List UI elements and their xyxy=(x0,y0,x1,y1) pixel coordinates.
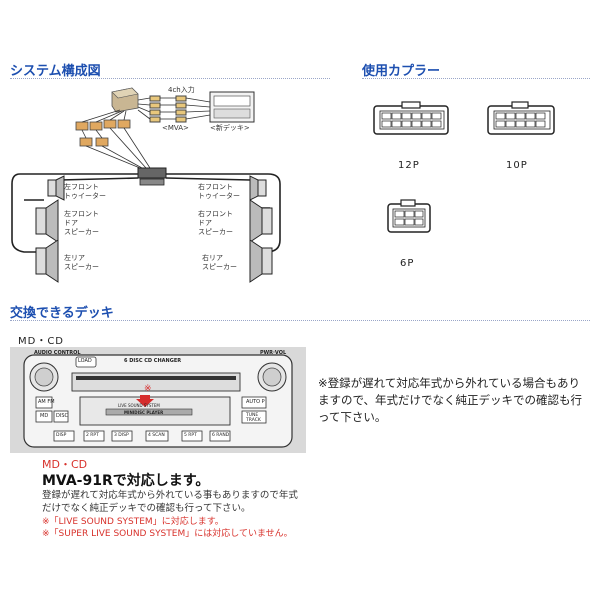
label-right-front-tweeter: 右フロント トゥイーター xyxy=(198,183,240,200)
panel-preset-1[interactable]: DISP xyxy=(56,433,67,438)
system-diagram xyxy=(11,87,281,283)
panel-tune-track-button[interactable]: TUNE TRACK xyxy=(246,413,261,423)
coupler-10p xyxy=(487,101,555,135)
label-right-front-door: 右フロント ドア スピーカー xyxy=(198,210,233,236)
divider-coupler xyxy=(362,78,590,79)
speaker-right-door xyxy=(249,199,273,243)
label-right-rear: 右リア スピーカー xyxy=(202,254,237,271)
deck-faceplate xyxy=(23,354,293,448)
panel-preset-3[interactable]: 3 DISP xyxy=(114,433,129,438)
mva-unit xyxy=(111,87,139,113)
label-mva: <MVA> xyxy=(162,124,189,132)
panel-pwr-vol: PWR·VOL xyxy=(260,350,287,356)
caption-type: MD・CD xyxy=(42,458,88,471)
label-left-rear: 左リア スピーカー xyxy=(64,254,99,271)
label-left-front-tweeter: 左フロント トゥイーター xyxy=(64,183,106,200)
new-deck-unit xyxy=(209,91,255,123)
divider-deck xyxy=(10,320,590,321)
panel-preset-2[interactable]: 2 RPT xyxy=(86,433,99,438)
coupler-6p-label: 6P xyxy=(400,258,415,269)
caption-body: 登録が遅れて対応年式から外れている事もありますので年式だけでなく純正デッキでの確… xyxy=(42,490,298,514)
panel-preset-4[interactable]: 4 SCAN xyxy=(148,433,165,438)
panel-disc-button[interactable]: DISC xyxy=(56,413,68,419)
speaker-right-tweeter xyxy=(249,175,267,201)
speaker-left-door xyxy=(35,199,59,243)
caption-note-2: ※「SUPER LIVE SOUND SYSTEM」には対応していません。 xyxy=(42,529,293,539)
label-new-deck: <新デッキ> xyxy=(210,124,250,132)
center-coupler xyxy=(137,167,167,186)
compat-note: ※登録が遅れて対応年式から外れている場合もありますので、年式だけでなく純正デッキ… xyxy=(318,376,583,424)
panel-live-sound: LIVE SOUND SYSTEM xyxy=(118,403,160,408)
panel-mark: ※ xyxy=(144,384,152,394)
section-title-system: システム構成図 xyxy=(10,64,101,79)
panel-load[interactable]: LOAD xyxy=(78,358,92,364)
panel-preset-5[interactable]: 5 RPT xyxy=(184,433,197,438)
coupler-6p xyxy=(387,199,431,233)
deck-type-label: MD・CD xyxy=(18,336,65,347)
speaker-left-rear xyxy=(35,239,59,283)
label-4ch-input: 4ch入力 xyxy=(168,86,195,94)
section-title-deck: 交換できるデッキ xyxy=(10,306,114,321)
panel-changer: 6 DISC CD CHANGER xyxy=(124,358,182,364)
speaker-left-tweeter xyxy=(47,175,65,201)
panel-am-fm-button[interactable]: AM FM xyxy=(38,399,55,405)
coupler-12p xyxy=(373,101,449,135)
speaker-right-rear xyxy=(249,239,273,283)
panel-auto-p-button[interactable]: AUTO P xyxy=(246,399,265,405)
section-title-coupler: 使用カプラー xyxy=(362,64,441,79)
panel-minidisc: MINIDISC PLAYER xyxy=(124,410,164,415)
caption-note-1: ※「LIVE SOUND SYSTEM」に対応します。 xyxy=(42,517,224,527)
caption-title: MVA-91Rで対応します。 xyxy=(42,473,210,489)
coupler-10p-label: 10P xyxy=(506,160,528,171)
panel-md-button[interactable]: MD xyxy=(40,413,49,419)
divider-system xyxy=(10,78,330,79)
panel-audio-control: AUDIO CONTROL xyxy=(34,350,81,356)
label-left-front-door: 左フロント ドア スピーカー xyxy=(64,210,99,236)
coupler-12p-label: 12P xyxy=(398,160,420,171)
panel-preset-6[interactable]: 6 RAND xyxy=(212,433,230,438)
